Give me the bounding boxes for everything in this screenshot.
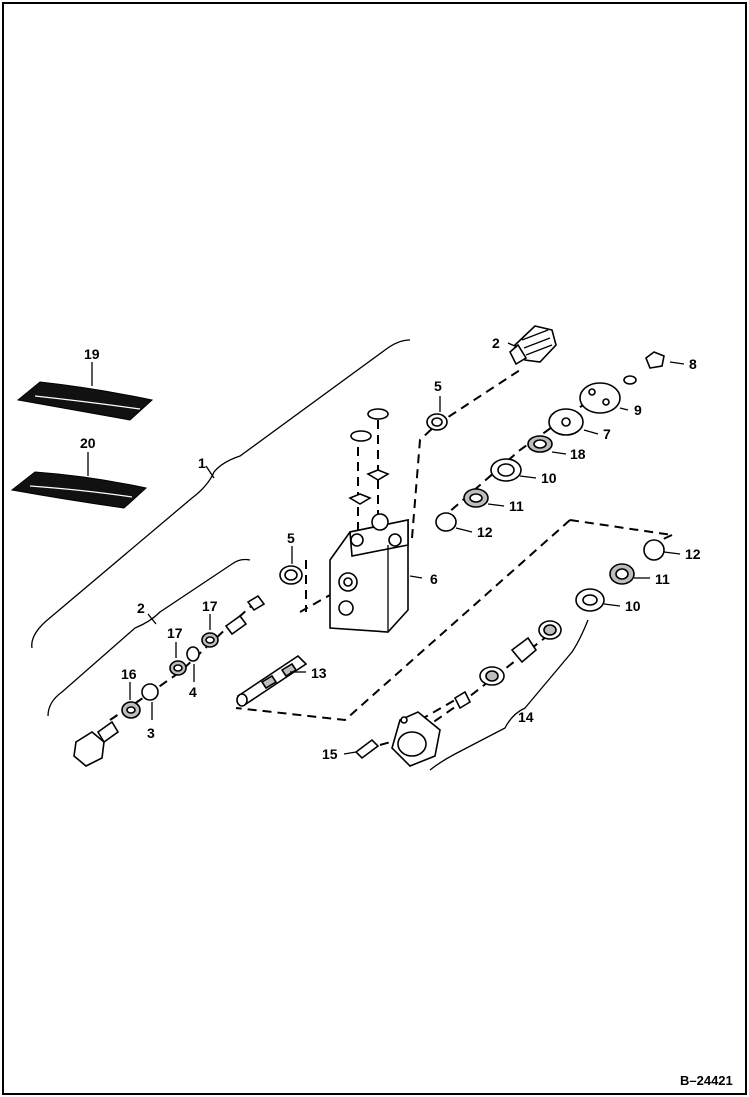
relief-valve-top: [509, 325, 557, 366]
plug-8: [623, 351, 665, 385]
callout-4: 4: [189, 684, 197, 700]
callout-3: 3: [147, 725, 155, 741]
callout-12-right: 12: [685, 546, 701, 562]
callout-9: 9: [634, 402, 642, 418]
callout-7: 7: [603, 426, 611, 442]
bracket-2: [47, 558, 251, 717]
figure-id: B–24421: [680, 1073, 733, 1088]
callout-2-left: 2: [137, 600, 145, 616]
bracket-1: [31, 339, 411, 649]
bracket-14: [429, 619, 589, 771]
callout-2-top: 2: [492, 335, 500, 351]
spool-13: [236, 654, 308, 707]
callout-17-upper: 17: [202, 598, 218, 614]
callout-10-top: 10: [541, 470, 557, 486]
callout-11-top: 11: [509, 498, 524, 514]
callout-12-top: 12: [477, 524, 493, 540]
callout-17-lower: 17: [167, 625, 183, 641]
callout-8: 8: [689, 356, 697, 372]
cover-9: [579, 382, 621, 414]
callout-18: 18: [570, 446, 586, 462]
valve-section-body: [329, 513, 409, 633]
callout-1: 1: [198, 455, 206, 471]
callout-13: 13: [311, 665, 327, 681]
decal-19: [16, 381, 154, 421]
plate-7: [548, 408, 584, 436]
callout-14: 14: [518, 709, 534, 725]
callout-10-right: 10: [625, 598, 641, 614]
decal-20: [10, 471, 148, 509]
callout-16: 16: [121, 666, 137, 682]
callout-15: 15: [322, 746, 338, 762]
plug-2-left: [73, 720, 120, 767]
spring-cap: [391, 711, 441, 767]
callout-6: 6: [430, 571, 438, 587]
callout-5-top: 5: [434, 378, 442, 394]
callout-11-right: 11: [655, 571, 670, 587]
callout-5-left: 5: [287, 530, 295, 546]
callout-20: 20: [80, 435, 96, 451]
callout-19: 19: [84, 346, 100, 362]
